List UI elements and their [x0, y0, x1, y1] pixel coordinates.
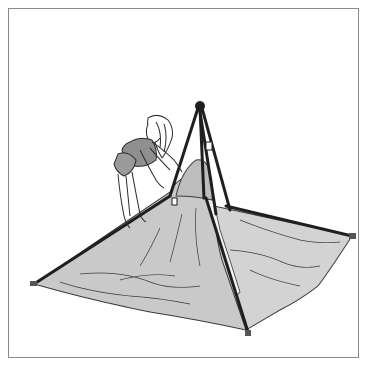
tent-fabric	[34, 160, 352, 330]
pole-foot-front	[245, 330, 251, 336]
pole-foot-right	[349, 233, 356, 239]
pole-foot-left	[30, 281, 37, 286]
pole-hub	[195, 101, 205, 111]
person-shorts	[114, 153, 136, 176]
